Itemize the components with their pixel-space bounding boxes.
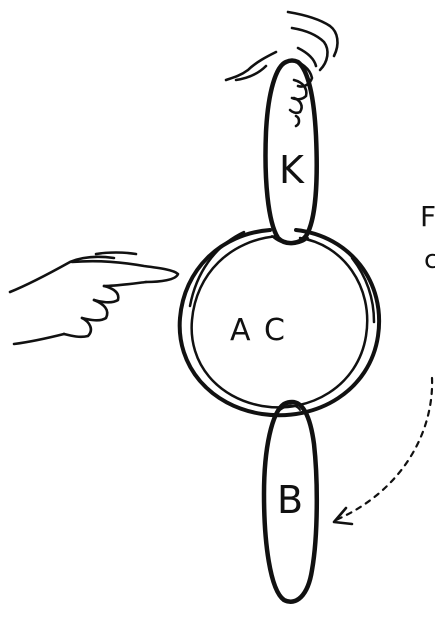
ring-b-label: B: [277, 478, 303, 522]
ring-k-label: K: [279, 148, 305, 192]
ring-ac-label: A C: [230, 313, 287, 348]
hand-holding-icon: [226, 12, 337, 126]
pointing-hand-icon: [10, 253, 178, 345]
dashed-curved-arrow-icon: [334, 378, 432, 524]
edge-text-second: c: [424, 245, 435, 275]
edge-text-top: F: [420, 200, 435, 233]
